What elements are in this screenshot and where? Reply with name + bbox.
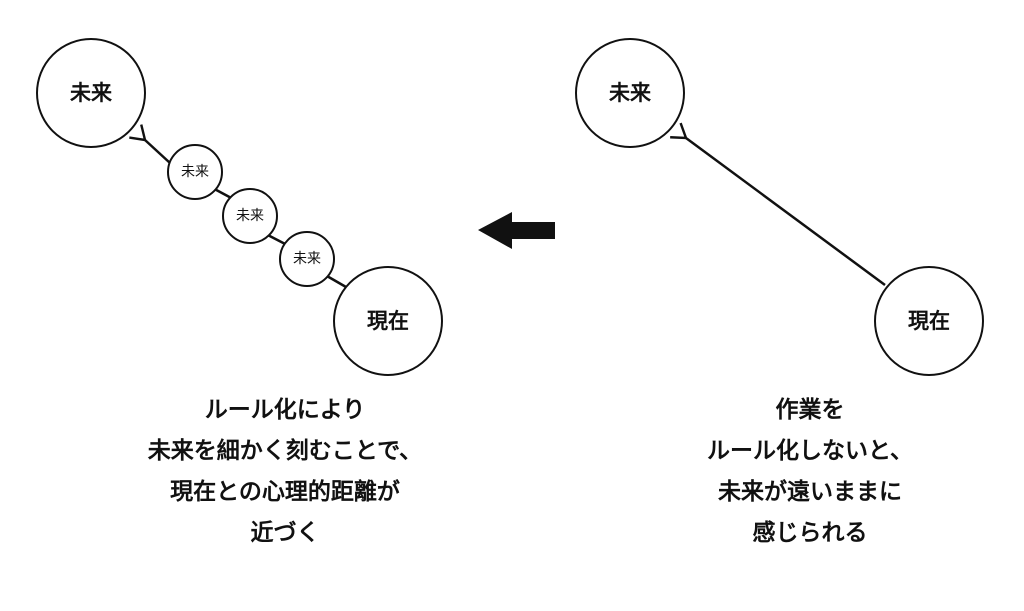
left-present-node: 現在 xyxy=(333,266,443,376)
left-future-node: 未来 xyxy=(36,38,146,148)
right-caption-line-2: ルール化しないと、 xyxy=(706,438,914,464)
left-arrow-segment xyxy=(129,124,171,164)
right-long-arrow xyxy=(670,122,886,287)
right-caption: 作業を ルール化しないと、 未来が遠いままに 感じられる xyxy=(660,390,960,554)
left-caption: ルール化により 未来を細かく刻むことで、 現在との心理的距離が 近づく xyxy=(120,390,450,554)
left-future-label: 未来 xyxy=(70,81,113,105)
right-panel: 未来 現在 xyxy=(575,38,984,376)
left-step-label-1: 未来 xyxy=(181,164,209,180)
right-caption-line-3: 未来が遠いままに xyxy=(718,479,902,505)
left-step-node-1: 未来 xyxy=(167,144,223,200)
right-present-node: 現在 xyxy=(874,266,984,376)
right-future-node: 未来 xyxy=(575,38,685,148)
left-panel: 未来 未来 未来 未来 現在 xyxy=(36,38,443,376)
left-step-label-3: 未来 xyxy=(293,251,321,267)
left-caption-line-2: 未来を細かく刻むことで、 xyxy=(147,438,423,464)
left-caption-line-1: ルール化により xyxy=(204,397,366,423)
left-step-node-2: 未来 xyxy=(222,188,278,244)
transition-arrow-icon xyxy=(478,212,555,249)
right-caption-line-1: 作業を xyxy=(775,397,845,423)
right-caption-line-4: 感じられる xyxy=(752,520,868,546)
left-caption-line-3: 現在との心理的距離が xyxy=(170,479,400,505)
left-present-label: 現在 xyxy=(367,309,409,333)
right-future-label: 未来 xyxy=(609,81,652,105)
left-step-label-2: 未来 xyxy=(236,208,264,224)
left-caption-line-4: 近づく xyxy=(250,520,320,546)
right-present-label: 現在 xyxy=(908,309,950,333)
left-step-node-3: 未来 xyxy=(279,231,335,287)
